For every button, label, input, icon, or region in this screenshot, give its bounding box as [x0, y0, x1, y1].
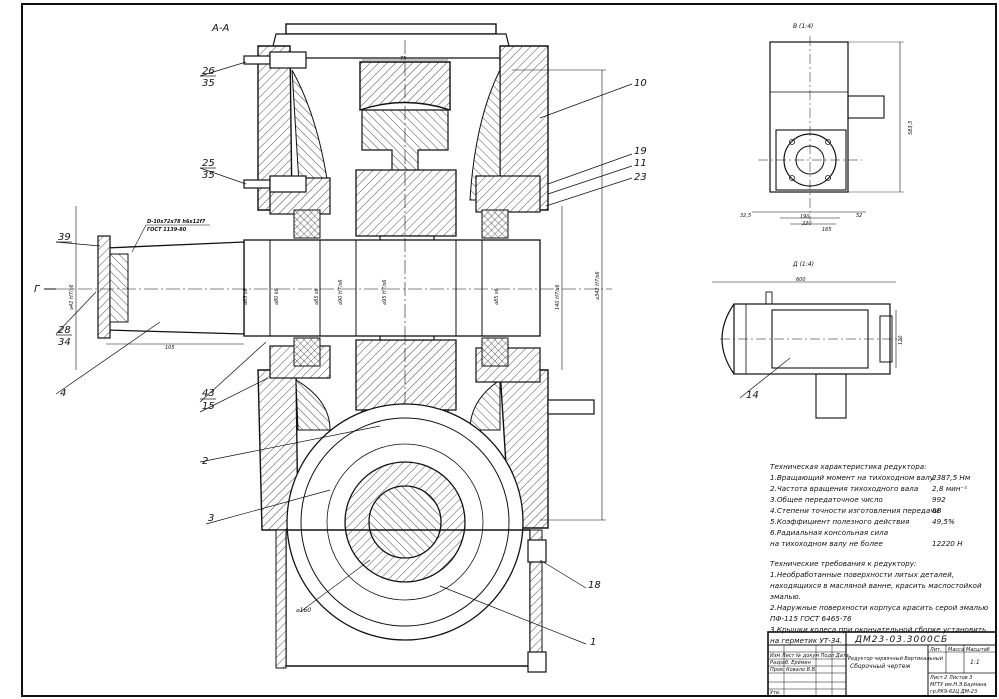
requirements-heading: Технические требования к редуктору: [770, 559, 916, 568]
view-b: В (1:4) [752, 23, 904, 225]
dim-583: 583,5 [908, 121, 914, 135]
callout-3: 3 [208, 513, 214, 524]
spec-row-3-value: 992 [932, 495, 946, 504]
dim-52: 52 [856, 213, 862, 219]
title-header-lit: Лит. [929, 647, 942, 653]
spec-row-2-label: 2.Частота вращения тихоходного вала [770, 484, 918, 493]
specifications: Техническая характеристика редуктора: 1.… [770, 462, 971, 548]
view-d: Д (1:4) [712, 261, 902, 419]
dim-75: 75 [400, 56, 406, 62]
callout-26: 26 [202, 66, 215, 77]
view-b-label: В (1:4) [793, 23, 813, 30]
spec-row-6-label: 6.Радиальная консольная сила [770, 528, 888, 537]
callout-18: 18 [588, 580, 601, 591]
callout-28-sub: 34 [58, 337, 71, 348]
requirement-line-7: на герметик УТ-34. [770, 636, 842, 645]
title-name-2: Сборочный чертеж [850, 663, 911, 670]
callout-19: 19 [634, 146, 647, 157]
callout-43: 43 [202, 388, 215, 399]
callout-25: 25 [202, 158, 215, 169]
callouts [55, 61, 791, 645]
dim-d160: ⌀160 [296, 607, 311, 614]
shaft-dim-5: ⌀95 H7/s6 [382, 280, 388, 305]
dim-fit1: ⌀42 H7/s6 [69, 285, 75, 310]
callout-10: 10 [634, 78, 647, 89]
callout-1: 1 [590, 637, 596, 648]
section-label: А-А [211, 23, 229, 34]
callout-11: 11 [634, 158, 647, 169]
dim-165: 165 [822, 227, 832, 233]
shaft-dim-3: ⌀85 s6 [314, 288, 320, 305]
sheet-frame [21, 3, 997, 697]
shaft-dim-2: ⌀80 k6 [274, 288, 280, 305]
spline-spec-1: D-10x72x78 h6x12f7 [147, 219, 206, 225]
dim-220: 220 [802, 221, 812, 227]
shaft-dim-6: ⌀85 s6 [494, 288, 500, 305]
requirement-line-3: эмалью. [770, 592, 801, 601]
title-header-mass: Масса [948, 647, 964, 653]
title-header-scale: Масштаб [966, 647, 990, 653]
dim-32-5: 32,5 [740, 213, 751, 219]
dim-fit2: ⌀342 H7/s6 [595, 271, 601, 300]
dim-fit3: 140 H7/s6 [555, 284, 561, 310]
spec-row-1-label: 1.Вращающий момент на тихоходном валу [770, 473, 935, 482]
requirement-line-1: 1.Необработанные поверхности литых детал… [770, 570, 954, 579]
title-code: ДМ23-03.3000СБ [854, 635, 948, 645]
spec-row-3-label: 3.Общее передаточное число [770, 495, 883, 504]
specs-heading: Техническая характеристика редуктора: [770, 462, 927, 471]
requirement-line-6: 3.Крышки колеса при окончательной сборке… [770, 625, 986, 634]
title-role-3: Пров. Ковало В.В. [770, 667, 817, 673]
spec-row-7-value: 12220 Н [932, 539, 963, 548]
spec-row-2-value: 2,8 мин⁻¹ [932, 484, 967, 493]
callout-2: 2 [202, 456, 208, 467]
callout-25-sub: 35 [202, 170, 215, 181]
callout-28: 28 [58, 325, 71, 336]
shaft-dim-4: ⌀90 H7/s6 [338, 280, 344, 305]
requirements: Технические требования к редуктору: 1.Не… [770, 559, 988, 645]
requirement-line-2: находящихся в масляной ванне, красить ма… [770, 581, 982, 590]
spline-spec-2: ГОСТ 1139-80 [147, 227, 187, 233]
title-scale: 1:1 [970, 659, 980, 666]
callout-26-sub: 35 [202, 78, 215, 89]
spec-row-7-label: на тихоходном валу не более [770, 539, 883, 548]
callout-14: 14 [746, 390, 759, 401]
title-org-2: гр.РК9-62Ц ДМ-23 [930, 689, 977, 695]
dim-105: 105 [165, 345, 175, 351]
title-org-1: МГТУ им.Н.Э.Баумана [930, 682, 986, 688]
dim-600: 600 [796, 277, 806, 283]
view-d-label: Д (1:4) [792, 261, 814, 268]
title-role-2: Разраб. Ерёмин [770, 660, 812, 666]
title-block [767, 631, 997, 697]
spec-row-4-label: 4.Степени точности изготовления передачи [770, 506, 939, 515]
callout-39: 39 [58, 232, 71, 243]
main-section-view: А-А [56, 23, 612, 673]
view-g-label: Г [34, 284, 41, 295]
spec-row-5-label: 5.Коэффициент полезного действия [770, 517, 910, 526]
spec-row-5-value: 49,5% [932, 517, 955, 526]
spec-row-4-value: 8В [932, 506, 942, 515]
dim-120: 120 [898, 335, 904, 345]
callout-4: 4 [60, 388, 66, 399]
requirement-line-5: ПФ-115 ГОСТ 6465-76 [770, 614, 852, 623]
spec-row-1-value: 2387,5 Нм [932, 473, 971, 482]
shaft-dim-1: ⌀85 s6 [243, 288, 249, 305]
requirement-line-4: 2.Наружные поверхности корпуса красить с… [770, 603, 988, 612]
title-role-5: Утв. [770, 690, 781, 696]
callout-23: 23 [634, 172, 647, 183]
title-name-1: Редуктор червячный Вертикальный [848, 656, 944, 662]
dim-190: 190 [800, 214, 810, 220]
callout-43-sub: 15 [202, 401, 215, 412]
title-role-1: Изм Лист № докум Подп Дата [770, 653, 849, 659]
title-sheet: Лист 2 Листов 3 [929, 675, 972, 681]
